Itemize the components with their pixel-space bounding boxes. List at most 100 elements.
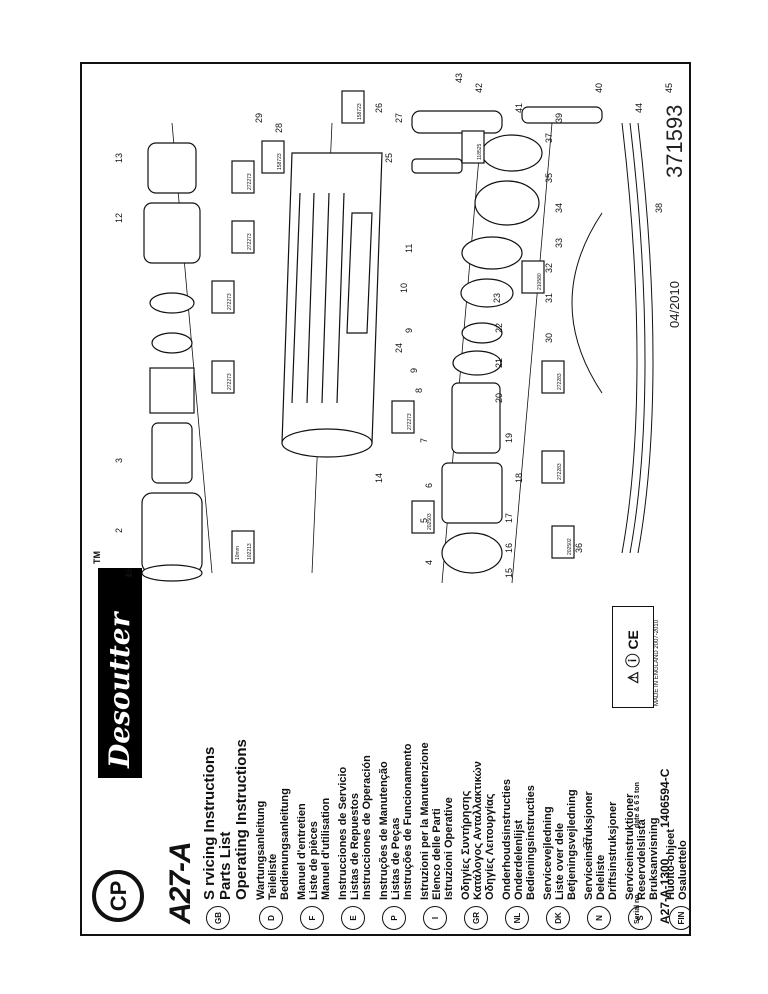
tool-box: 272283	[541, 450, 565, 484]
part-number-label: 21	[494, 358, 504, 368]
tool-box: 272273	[211, 360, 235, 394]
language-line: Istruzioni Operative	[443, 797, 455, 900]
part-number-label: 23	[492, 293, 502, 303]
tool-box-id: 272273	[247, 233, 253, 250]
tool-box-id: 102213	[247, 543, 253, 560]
part-number-label: 4	[424, 560, 434, 565]
main-housing	[281, 152, 383, 458]
language-line: Κατάλογος Ανταλλακτικών	[472, 761, 484, 900]
tool-box-id: 272273	[227, 373, 233, 390]
language-code-badge: D	[259, 906, 283, 930]
part-number-label: 26	[374, 103, 384, 113]
part-number-label: 8	[414, 388, 424, 393]
tool-box: 272283	[541, 360, 565, 394]
language-line: Liste over dele	[554, 822, 566, 900]
desoutter-wordmark: Desoutter	[98, 568, 142, 778]
language-line: Manuel d'utilisation	[320, 797, 332, 900]
part-number-label: 45	[664, 83, 674, 93]
part-number-label: 14	[374, 473, 384, 483]
part-number-label: 34	[554, 203, 564, 213]
part-number-label: 43	[454, 73, 464, 83]
tool-box-id: 272273	[407, 413, 413, 430]
tool-box: 202502	[551, 525, 575, 559]
part-number-label: 42	[474, 83, 484, 93]
part-number-labels: 1234567899101112131415161718192021222324…	[114, 73, 674, 578]
tool-box-id: 272273	[227, 293, 233, 310]
tool-box: 118525	[461, 130, 485, 164]
language-line: Listas de Peças	[390, 817, 402, 900]
language-line: Servicevejledning	[542, 806, 554, 900]
part-number-label: 37	[544, 133, 554, 143]
ce-mark-plate: ⚠ ⓘ CE	[612, 606, 654, 708]
part-number-label: 5	[419, 518, 429, 523]
language-code-badge: GR	[464, 906, 488, 930]
part-number-label: 27	[394, 113, 404, 123]
language-code-badge: DK	[546, 906, 570, 930]
part-number-label: 2	[114, 528, 124, 533]
part-number-label: 39	[554, 113, 564, 123]
language-code-badge: I	[423, 906, 447, 930]
part-number-label: 20	[494, 393, 504, 403]
part-number-label: 32	[544, 263, 554, 273]
language-line: Teileliste	[267, 853, 279, 900]
language-code-badge: FIN	[669, 906, 689, 930]
logo-mark: CP	[106, 881, 131, 912]
part-number-label: 19	[504, 433, 514, 443]
part-number-label: 15	[504, 568, 514, 578]
tool-box-id: 202503	[427, 513, 433, 530]
tool-box-id: 158723	[357, 103, 363, 120]
tool-box-id: 158723	[277, 153, 283, 170]
item-37-label: 37	[582, 836, 593, 848]
language-line: Wartungsanleitung	[255, 800, 267, 900]
language-code-badge: GB	[206, 906, 230, 930]
doc-number: 371593	[662, 104, 687, 178]
part-number-label: 16	[504, 543, 514, 553]
part-number-label: 7	[419, 438, 429, 443]
language-line: Manuel d'entretien	[296, 803, 308, 900]
part-number-label: 17	[504, 513, 514, 523]
language-line: Osaluettelo	[677, 840, 689, 900]
tool-box: 272273	[231, 220, 255, 254]
tool-box: 210580	[521, 260, 545, 294]
language-line: Onderhoudsinstructies	[501, 778, 513, 900]
language-line: Liste de pièces	[308, 821, 320, 900]
language-line: Betjeningsvejledning	[566, 789, 578, 900]
rear-parts	[441, 134, 543, 574]
date-label: date & 6 3 ton	[634, 782, 641, 828]
doc-date: 04/2010	[667, 281, 682, 328]
tool-box: 272273	[231, 160, 255, 194]
model-title: A27-A	[164, 842, 197, 924]
tool-box: 158723	[341, 90, 365, 124]
part-number-label: 36	[574, 543, 584, 553]
part-number-label: 11	[404, 244, 414, 253]
part-number-label: 41	[514, 103, 524, 113]
language-line: Bedienungsanleitung	[279, 788, 291, 900]
serial-label: Serial no.	[634, 892, 641, 924]
wrench-icons	[411, 106, 603, 174]
part-number-label: 13	[114, 153, 124, 163]
model-code: A27-A-1300	[658, 858, 672, 924]
tool-box-id: 202502	[567, 538, 573, 555]
language-line: Instrucciones de Servicio	[337, 766, 349, 900]
language-code-badge: P	[382, 906, 406, 930]
language-line: Operating Instructions	[233, 739, 250, 900]
part-number-label: 29	[254, 113, 264, 123]
tool-box: 272273	[391, 400, 415, 434]
language-code-badge: E	[341, 906, 365, 930]
tool-box: 202503	[411, 500, 435, 534]
